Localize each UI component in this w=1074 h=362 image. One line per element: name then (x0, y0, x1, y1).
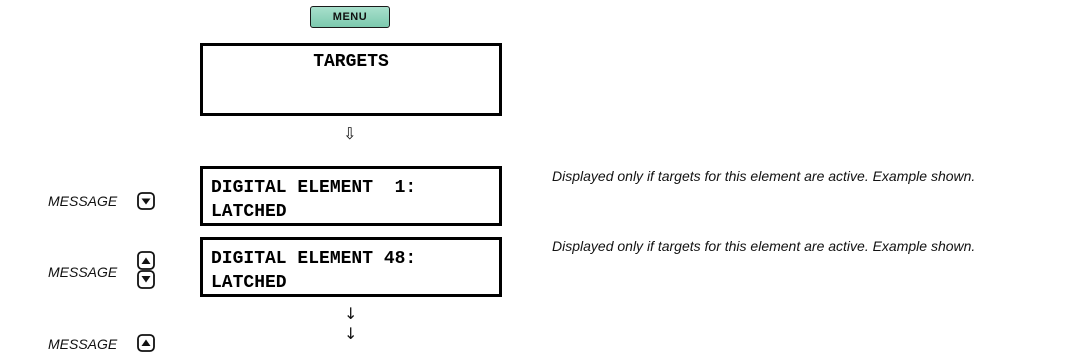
message-up-down-key[interactable] (137, 251, 155, 289)
row-description: Displayed only if targets for this eleme… (552, 168, 976, 184)
row-description: Displayed only if targets for this eleme… (552, 238, 976, 254)
message-label: MESSAGE (48, 336, 118, 352)
menu-key[interactable]: MENU (310, 6, 390, 28)
targets-title: TARGETS (313, 52, 389, 72)
digital-element-48-display: DIGITAL ELEMENT 48: LATCHED (200, 237, 502, 297)
message-up-icon (137, 334, 155, 352)
continuation-arrows-icon: ↓ ↓ (344, 304, 358, 343)
hollow-down-arrow-icon: ⇩ (343, 124, 357, 143)
message-label: MESSAGE (48, 193, 118, 209)
message-down-key[interactable] (137, 192, 155, 210)
display-line-2: LATCHED (211, 202, 287, 222)
message-label: MESSAGE (48, 264, 118, 280)
digital-element-1-display: DIGITAL ELEMENT 1: LATCHED (200, 166, 502, 226)
display-line-1: DIGITAL ELEMENT 48: (211, 249, 417, 269)
message-up-key[interactable] (137, 334, 155, 352)
message-down-icon (137, 192, 155, 210)
display-line-1: DIGITAL ELEMENT 1: (211, 178, 417, 198)
targets-display: TARGETS (200, 43, 502, 116)
message-up-down-icon (137, 251, 155, 289)
menu-key-label: MENU (332, 11, 368, 23)
display-line-2: LATCHED (211, 273, 287, 293)
